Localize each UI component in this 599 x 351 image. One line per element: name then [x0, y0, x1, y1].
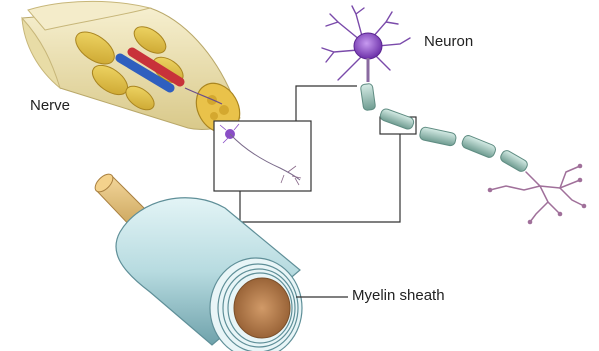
myelin-cylinder [92, 171, 348, 351]
nerve-bundle [22, 1, 248, 140]
myelin-sheath-label: Myelin sheath [352, 288, 445, 303]
inset-neuron-box [214, 121, 311, 191]
neuron-label: Neuron [424, 34, 473, 49]
nerve-label: Nerve [30, 98, 70, 113]
